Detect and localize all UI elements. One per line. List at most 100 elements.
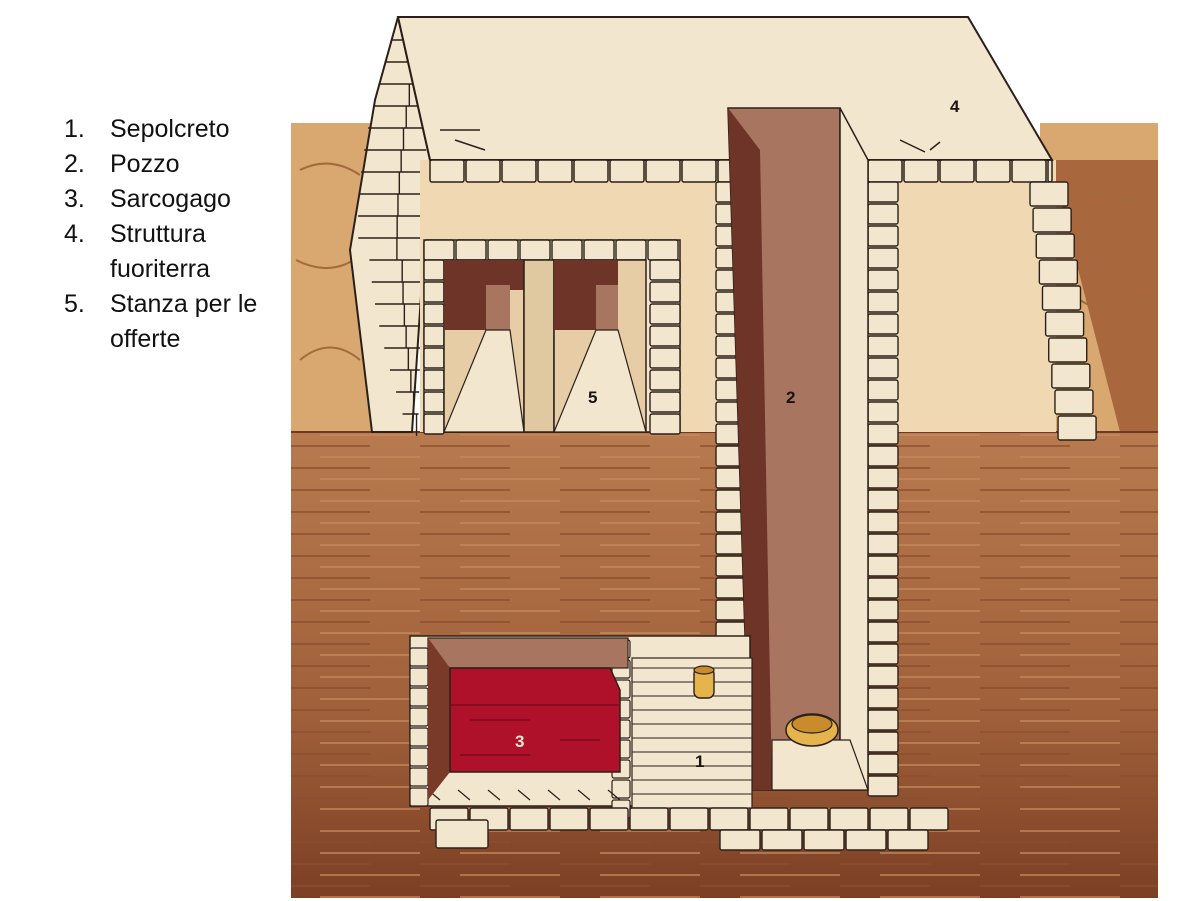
stone-block: [510, 808, 548, 830]
stone-block: [650, 260, 680, 280]
stone-block: [424, 260, 444, 280]
stone-block: [616, 240, 646, 260]
stone-block: [650, 282, 680, 302]
stone-block: [868, 380, 898, 400]
stone-block: [552, 240, 582, 260]
stone-block: [424, 414, 444, 434]
stone-block: [710, 808, 748, 830]
stone-block: [682, 160, 716, 182]
stone-block: [648, 240, 678, 260]
stone-block: [650, 414, 680, 434]
stone-block: [410, 748, 428, 766]
stone-block: [720, 830, 760, 850]
stone-block: [410, 688, 428, 706]
stone-block: [870, 808, 908, 830]
stone-block: [868, 292, 898, 312]
stone-block: [1036, 234, 1074, 258]
stone-block: [650, 392, 680, 412]
stone-block: [424, 240, 454, 260]
stone-block: [650, 304, 680, 324]
stone-block: [868, 314, 898, 334]
stone-block: [424, 326, 444, 346]
stone-block: [804, 830, 844, 850]
stone-block: [1048, 160, 1052, 182]
structure-roof: [398, 17, 1052, 160]
stone-block: [1033, 208, 1071, 232]
stone-block: [1058, 416, 1096, 440]
stone-block: [410, 788, 428, 806]
stone-block: [830, 808, 868, 830]
shaft-side-wall: [840, 108, 868, 790]
stone-block: [868, 424, 898, 444]
marker-sarcophagus: 3: [515, 732, 524, 751]
stone-block: [584, 240, 614, 260]
stone-block: [410, 768, 428, 786]
marker-superstructure: 4: [950, 97, 960, 116]
stone-block: [1039, 260, 1077, 284]
stone-block: [868, 710, 898, 730]
offering-pillar: [524, 260, 554, 432]
stone-block: [424, 370, 444, 390]
stone-block: [868, 732, 898, 752]
stone-block: [868, 556, 898, 576]
stone-block: [590, 808, 628, 830]
stone-block: [868, 776, 898, 796]
stone-block: [910, 808, 948, 830]
stone-block: [868, 512, 898, 532]
stone-block: [410, 668, 428, 686]
stone-block: [868, 182, 898, 202]
stone-block: [716, 600, 748, 620]
stone-block: [868, 248, 898, 268]
stone-block: [762, 830, 802, 850]
stone-block: [1046, 312, 1084, 336]
niche-left-back: [486, 285, 510, 330]
niche-right-back: [596, 285, 618, 330]
stone-block: [610, 160, 644, 182]
chamber-ceiling-shade: [428, 638, 628, 668]
stone-block: [868, 534, 898, 554]
stone-block: [1049, 338, 1087, 362]
stone-block: [1055, 390, 1093, 414]
stone-block: [410, 728, 428, 746]
stone-block: [466, 160, 500, 182]
stone-block: [868, 336, 898, 356]
jar-rim: [694, 666, 714, 674]
stone-block: [868, 666, 898, 686]
stone-block: [940, 160, 974, 182]
marker-offering-room: 5: [588, 388, 597, 407]
stone-block: [904, 160, 938, 182]
stone-block: [630, 808, 668, 830]
stone-block: [1030, 182, 1068, 206]
stone-block: [670, 808, 708, 830]
stone-block: [790, 808, 828, 830]
bowl-rim: [792, 715, 832, 733]
stone-block: [868, 600, 898, 620]
stone-block: [520, 240, 550, 260]
stone-block: [1012, 160, 1046, 182]
stone-block: [868, 204, 898, 224]
stone-block: [424, 392, 444, 412]
stone-block: [424, 348, 444, 368]
marker-burial-chamber: 1: [695, 752, 704, 771]
stone-block: [424, 282, 444, 302]
stone-block: [868, 446, 898, 466]
stone-block: [868, 402, 898, 422]
stone-block: [750, 808, 788, 830]
stone-block: [868, 688, 898, 708]
stone-block: [868, 160, 902, 182]
stone-block: [410, 648, 428, 666]
stone-block: [868, 622, 898, 642]
chamber-inner-wall: [632, 658, 752, 808]
stone-block: [868, 226, 898, 246]
stone-block: [430, 160, 464, 182]
stone-block: [846, 830, 886, 850]
stone-block: [502, 160, 536, 182]
stone-block: [410, 708, 428, 726]
stone-block: [868, 578, 898, 598]
stone-block: [868, 358, 898, 378]
stone-block: [868, 754, 898, 774]
stone-block: [436, 820, 488, 848]
stone-block: [424, 304, 444, 324]
stone-block: [868, 490, 898, 510]
stone-block: [868, 468, 898, 488]
